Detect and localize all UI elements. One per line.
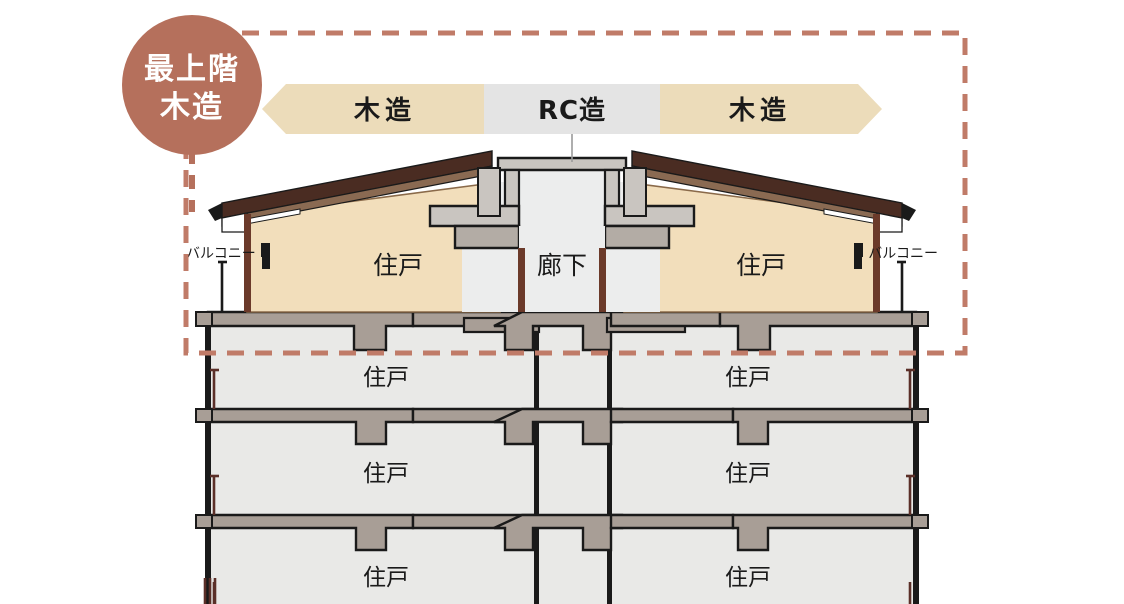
outer-wall-left xyxy=(205,318,211,604)
banner-label-wood-right: 木造 xyxy=(728,96,791,126)
corridor-wing-right xyxy=(603,204,696,228)
corridor-haunch-left xyxy=(453,224,521,250)
wood-post-right xyxy=(599,248,606,312)
balcony-railings-top xyxy=(218,260,906,312)
roof-right xyxy=(631,150,916,312)
rc-body-fill xyxy=(205,318,919,604)
badge-circle xyxy=(122,15,262,155)
highlight-dashed-rect xyxy=(183,30,968,356)
balcony-railings-lower xyxy=(203,368,915,604)
corridor-wall-right xyxy=(607,318,612,604)
junction-block-left xyxy=(477,167,501,217)
wood-post-left xyxy=(518,248,525,312)
room-label-corridor: 廊下 xyxy=(537,251,587,280)
rc-lower-floors: 住戸 住戸 住戸 住戸 住戸 住戸 xyxy=(195,310,929,604)
junction-block-right xyxy=(623,167,647,217)
room-label: 住戸 xyxy=(373,251,423,280)
top-floor-highlight-region xyxy=(183,30,968,356)
top-floor-badge: 最上階 木造 xyxy=(122,15,262,212)
balcony-label-right: バルコニー xyxy=(868,246,938,262)
wood-eave-post-right xyxy=(873,214,880,312)
room-label: 住戸 xyxy=(363,461,409,487)
banner-segment-rc xyxy=(484,84,660,134)
wood-top-floor: 住戸 廊下 住戸 バルコニー バルコニー xyxy=(186,150,938,313)
outer-wall-right xyxy=(913,318,919,604)
room-label: 住戸 xyxy=(725,461,771,487)
banner-segment-wood-left xyxy=(262,84,484,134)
room-label: 住戸 xyxy=(363,365,409,391)
room-label: 住戸 xyxy=(363,565,409,591)
corridor-roof-cap xyxy=(496,156,628,172)
corridor-interior xyxy=(519,226,605,312)
wood-eave-post-left xyxy=(244,214,251,312)
material-banner: 木造 RC造 木造 xyxy=(262,84,882,162)
roof-left xyxy=(208,150,493,312)
corridor-wing-left xyxy=(428,204,521,228)
badge-label-line2: 木造 xyxy=(159,90,224,125)
room-label: 住戸 xyxy=(725,365,771,391)
floor-slab-3 xyxy=(195,513,929,552)
corridor-wall-left xyxy=(534,318,539,604)
badge-label-line1: 最上階 xyxy=(144,52,240,87)
balcony-label-left: バルコニー xyxy=(186,246,256,262)
floor-slab-2 xyxy=(195,407,929,446)
room-label: 住戸 xyxy=(736,251,786,280)
room-label: 住戸 xyxy=(725,565,771,591)
banner-segment-wood-right xyxy=(660,84,882,134)
banner-label-wood-left: 木造 xyxy=(353,96,416,126)
banner-label-rc: RC造 xyxy=(538,96,606,126)
corridor-haunch-right xyxy=(603,224,671,250)
